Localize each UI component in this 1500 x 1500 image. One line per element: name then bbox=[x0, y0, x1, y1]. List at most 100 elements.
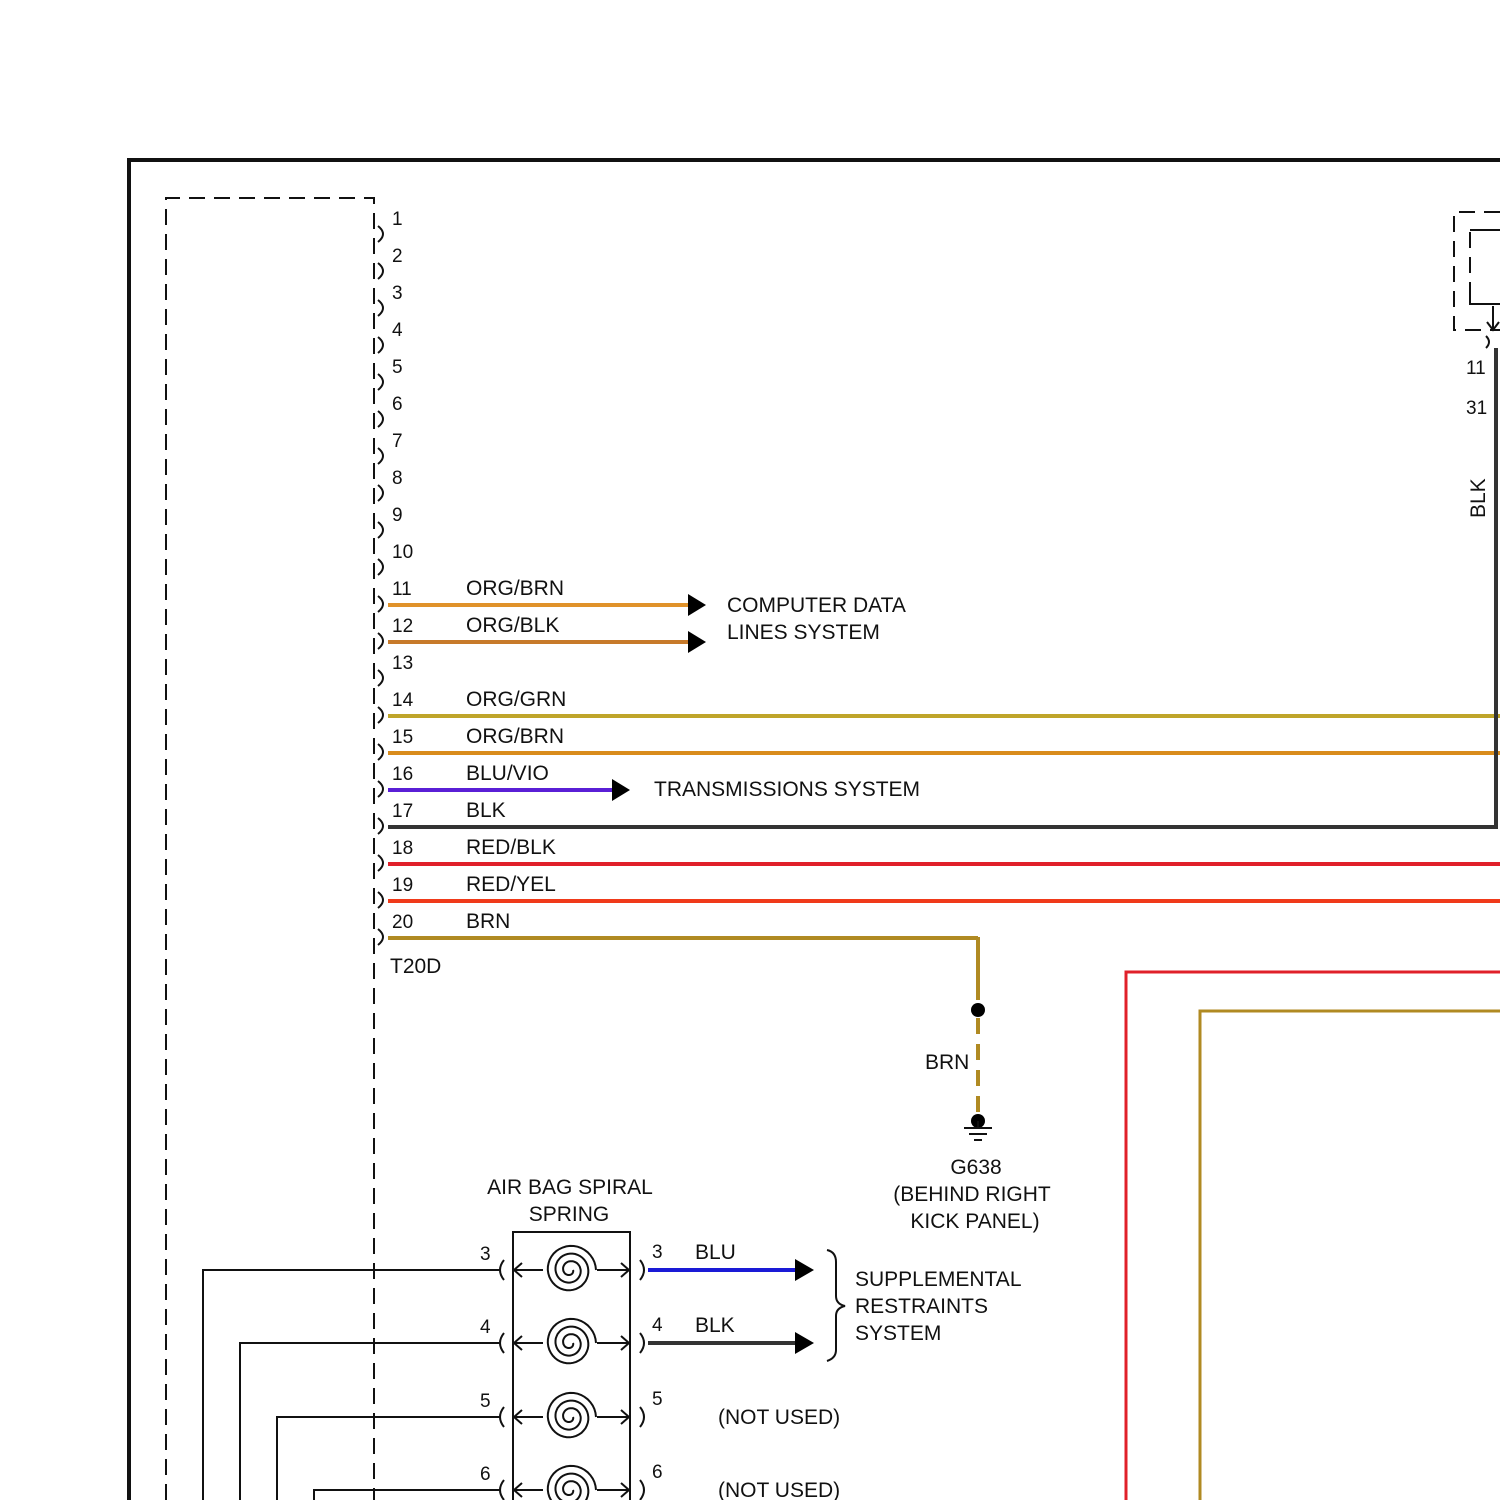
spiral-output-color-3: BLU bbox=[695, 1241, 736, 1264]
ground-location-line1: (BEHIND RIGHT bbox=[893, 1183, 1051, 1206]
spiral-left-arrow bbox=[514, 1263, 543, 1277]
spiral-left-arrow bbox=[514, 1483, 543, 1497]
connector-pin-hook bbox=[378, 448, 383, 464]
spiral-left-hook bbox=[500, 1407, 504, 1427]
connector-pin-number: 11 bbox=[392, 579, 412, 600]
right-connector-pin-31: 31 bbox=[1466, 398, 1487, 419]
spiral-left-hook bbox=[500, 1333, 504, 1353]
connector-pin-number: 8 bbox=[392, 468, 403, 489]
spiral-spring-body bbox=[513, 1232, 630, 1500]
connector-pin-hook bbox=[378, 818, 383, 834]
connector-pin-number: 9 bbox=[392, 505, 403, 526]
wire-color-label-15: ORG/BRN bbox=[466, 725, 564, 748]
connector-pin-number: 13 bbox=[392, 653, 413, 674]
connector-pin-number: 4 bbox=[392, 320, 403, 341]
connector-name: T20D bbox=[390, 955, 441, 978]
connector-pin-number: 20 bbox=[392, 912, 413, 933]
spiral-coil bbox=[548, 1393, 596, 1437]
connector-pin-number: 5 bbox=[392, 357, 403, 378]
connector-pin-number: 16 bbox=[392, 764, 413, 785]
connector-pin-number: 12 bbox=[392, 616, 413, 637]
spiral-spring-title-line1: AIR BAG SPIRAL bbox=[487, 1176, 653, 1199]
spiral-wires: BLU BLK bbox=[203, 1241, 814, 1500]
transmissions-label: TRANSMISSIONS SYSTEM bbox=[654, 778, 920, 801]
spiral-spring-title-line2: SPRING bbox=[529, 1203, 610, 1226]
brn-wire-lower-right bbox=[1200, 1011, 1500, 1500]
spiral-right-pin: 5 bbox=[652, 1389, 663, 1410]
connector-pin-hook bbox=[378, 670, 383, 686]
spiral-left-wire bbox=[277, 1417, 500, 1500]
connector-pin-hook bbox=[378, 596, 383, 612]
spiral-right-pin: 4 bbox=[652, 1315, 663, 1336]
spiral-right-arrow bbox=[600, 1410, 629, 1424]
srs-bracket bbox=[827, 1250, 845, 1361]
ground-icon bbox=[964, 1121, 992, 1140]
wire-color-label-17: BLK bbox=[466, 799, 506, 822]
spiral-left-hook bbox=[500, 1260, 504, 1280]
spiral-left-wire bbox=[240, 1343, 500, 1500]
computer-data-label-line2: LINES SYSTEM bbox=[727, 621, 880, 644]
srs-label-line1: SUPPLEMENTAL bbox=[855, 1268, 1022, 1291]
ground-location-line2: KICK PANEL) bbox=[910, 1210, 1039, 1233]
connector-pin-number: 14 bbox=[392, 690, 414, 711]
spiral-coil bbox=[548, 1246, 596, 1290]
connector-pin-hook bbox=[378, 411, 383, 427]
ground-splice-dot bbox=[971, 1003, 985, 1017]
spiral-left-pin: 6 bbox=[480, 1464, 491, 1485]
connector-wires: ORG/BRN ORG/BLK ORG/GRN ORG/BRN BLU/VIO BLK RE… bbox=[388, 348, 1500, 938]
connector-pin-hook bbox=[378, 633, 383, 649]
connector-pin-hook bbox=[378, 300, 383, 316]
spiral-right-hook bbox=[640, 1407, 644, 1427]
spiral-right-arrow bbox=[600, 1263, 629, 1277]
connector-pin-number: 19 bbox=[392, 875, 413, 896]
wire-color-label-14: ORG/GRN bbox=[466, 688, 566, 711]
connector-pin-hook bbox=[378, 892, 383, 908]
spiral-output-color-4: BLK bbox=[695, 1314, 735, 1337]
connector-pin-number: 3 bbox=[392, 283, 403, 304]
connector-pin-number: 17 bbox=[392, 801, 413, 822]
right-wire-color-label: BLK bbox=[1467, 478, 1490, 518]
spiral-left-pin: 4 bbox=[480, 1317, 491, 1338]
spiral-coil bbox=[548, 1466, 596, 1500]
connector-pin-number: 15 bbox=[392, 727, 413, 748]
spiral-left-pin: 5 bbox=[480, 1391, 491, 1412]
connector-pin-number: 2 bbox=[392, 246, 403, 267]
diagram-frame bbox=[129, 160, 1500, 1500]
srs-label-line3: SYSTEM bbox=[855, 1322, 941, 1345]
spiral-coil bbox=[548, 1319, 596, 1363]
connector-pin-hook bbox=[378, 337, 383, 353]
connector-pin-hook bbox=[378, 929, 383, 945]
connector-pin-hook bbox=[378, 744, 383, 760]
connector-pin-hook bbox=[378, 707, 383, 723]
connector-pin-number: 6 bbox=[392, 394, 403, 415]
connector-pin-number: 10 bbox=[392, 542, 413, 563]
wire-arrow-16 bbox=[612, 779, 630, 801]
spiral-right-arrow bbox=[600, 1483, 629, 1497]
wire-color-label-19: RED/YEL bbox=[466, 873, 556, 896]
connector-pin-hook bbox=[378, 522, 383, 538]
ground-wire-color-label: BRN bbox=[925, 1051, 969, 1074]
connector-pin-hook bbox=[378, 263, 383, 279]
spiral-left-wire bbox=[314, 1490, 500, 1500]
not-used-label-5: (NOT USED) bbox=[718, 1406, 840, 1429]
wire-color-label-12: ORG/BLK bbox=[466, 614, 559, 637]
wire-color-label-16: BLU/VIO bbox=[466, 762, 549, 785]
spiral-right-arrow bbox=[600, 1336, 629, 1350]
ground-id: G638 bbox=[950, 1156, 1001, 1179]
connector-pin-number: 18 bbox=[392, 838, 413, 859]
spiral-left-wire bbox=[203, 1270, 500, 1500]
wire-color-label-11: ORG/BRN bbox=[466, 577, 564, 600]
wire-color-label-18: RED/BLK bbox=[466, 836, 556, 859]
connector-pin-hook bbox=[378, 485, 383, 501]
right-connector: 11 31 BLK bbox=[1454, 212, 1500, 518]
connector-pin-number: 1 bbox=[392, 209, 403, 230]
module-outline bbox=[166, 198, 374, 1500]
spiral-left-arrow bbox=[514, 1336, 543, 1350]
srs-label-line2: RESTRAINTS bbox=[855, 1295, 988, 1318]
connector-pin-hook bbox=[378, 226, 383, 242]
red-wire-lower-right bbox=[1126, 972, 1500, 1500]
spiral-left-arrow bbox=[514, 1410, 543, 1424]
